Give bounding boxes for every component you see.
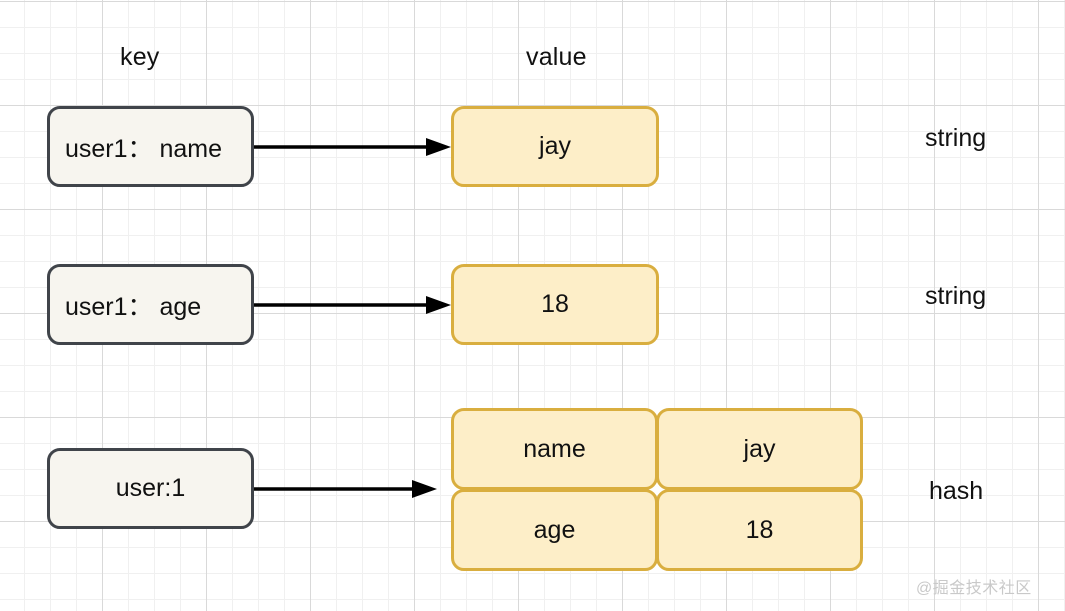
- arrow-row-3: [254, 479, 438, 499]
- arrow-right-icon: [254, 138, 451, 156]
- column-header-value: value: [526, 43, 587, 71]
- value-box-label: 18: [541, 290, 569, 318]
- key-box-label: user1： age: [65, 292, 202, 321]
- hash-cell-field-name[interactable]: name: [451, 408, 658, 490]
- arrow-right-icon: [254, 296, 451, 314]
- key-box-user1-name[interactable]: user1： name: [47, 106, 254, 187]
- key-box-label: user1： name: [65, 134, 223, 163]
- hash-cell-field-age[interactable]: age: [451, 489, 658, 571]
- type-label-string-1: string: [925, 124, 987, 152]
- column-header-key: key: [120, 43, 160, 71]
- value-box-label: jay: [539, 132, 571, 160]
- hash-cell-label: jay: [743, 434, 776, 463]
- arrow-row-1: [254, 137, 452, 157]
- hash-cell-value-jay[interactable]: jay: [656, 408, 863, 490]
- hash-cell-value-18[interactable]: 18: [656, 489, 863, 571]
- value-box-jay[interactable]: jay: [451, 106, 659, 187]
- arrow-right-icon: [254, 480, 437, 498]
- hash-cell-label: name: [523, 434, 586, 463]
- key-box-label: user:1: [115, 474, 186, 502]
- type-label-string-2: string: [925, 282, 987, 310]
- hash-cell-label: age: [533, 515, 576, 544]
- key-box-user1-age[interactable]: user1： age: [47, 264, 254, 345]
- hash-cell-label: 18: [745, 515, 774, 544]
- key-box-user-1[interactable]: user:1: [47, 448, 254, 529]
- arrow-row-2: [254, 295, 452, 315]
- watermark: @掘金技术社区: [916, 580, 1032, 597]
- type-label-hash: hash: [929, 477, 984, 505]
- value-box-18[interactable]: 18: [451, 264, 659, 345]
